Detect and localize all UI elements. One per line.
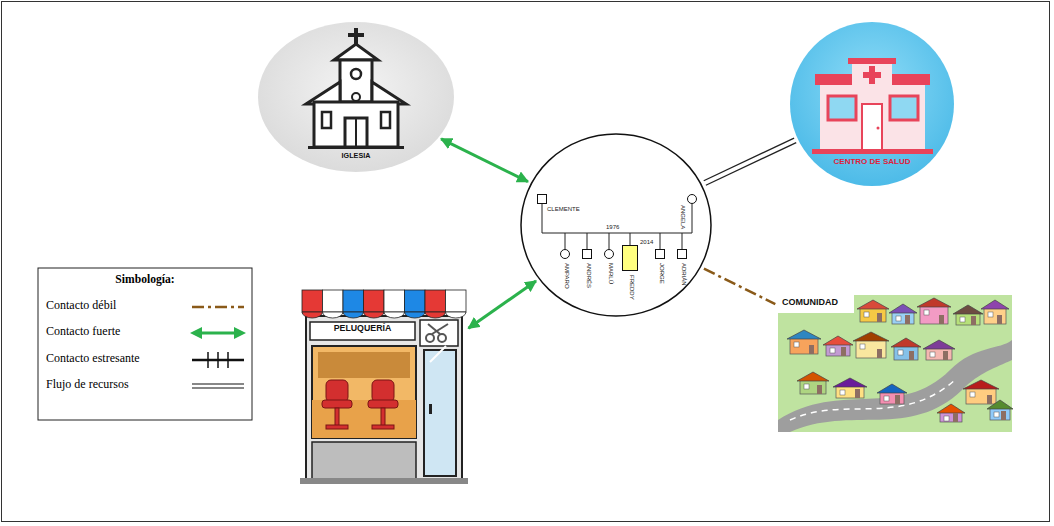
family-member: FREDDY [622,245,638,271]
family-member: MARLÚ [604,249,614,259]
legend-title: Simbología: [38,274,252,287]
legend-box [38,268,252,420]
node-label: IGLESIA [258,152,454,160]
community-node: COMUNIDAD [778,295,1012,432]
family-member: CLEMENTE [537,194,547,204]
node-label: COMUNIDAD [782,298,838,308]
node-label: FREDDY [628,275,635,300]
family-member: ANGELA [687,194,697,204]
node-label: MARLÚ [607,263,614,284]
family-member: ANDRÉS [582,249,592,259]
connector [441,139,528,182]
node-label: AMPARO [563,263,570,289]
family-member: ADRIÁN [677,249,687,259]
family-member: AMPARO [560,249,570,259]
barber-shop-icon [300,290,468,484]
community-illustration [778,295,1013,432]
barber-shop-node: PELUQUERÍA [300,290,466,486]
family-member: JORGE [655,249,665,259]
health-center-node: CENTRO DE SALUD [790,22,954,186]
connector [704,269,775,304]
node-label: ADRIÁN [680,263,687,286]
legend-text: Contacto débil [46,299,116,312]
legend-text: Contacto fuerte [46,325,120,338]
church-node: IGLESIA [258,22,454,172]
node-label: JORGE [658,263,665,284]
strong-sample [190,327,246,339]
connector [704,138,796,185]
stress-sample [192,352,244,368]
legend-text: Contacto estresante [46,352,140,365]
node-label: 2014 [640,239,653,246]
health-center-icon [790,22,954,186]
resource-sample [192,384,244,388]
node-label: CLEMENTE [547,206,580,213]
church-icon [258,22,454,172]
weak-sample [192,306,244,309]
node-label: PELUQUERÍA [310,324,415,334]
node-label: CENTRO DE SALUD [790,158,954,167]
node-label: 1976 [606,224,619,231]
legend-text: Flujo de recursos [46,378,129,391]
node-label: ANDRÉS [585,263,592,288]
node-label: ANGELA [679,205,686,229]
family-circle: 1976 2014 CLEMENTE ANGELA AMPARO ANDRÉS MARLÚ F… [520,133,712,317]
connector [468,281,536,328]
